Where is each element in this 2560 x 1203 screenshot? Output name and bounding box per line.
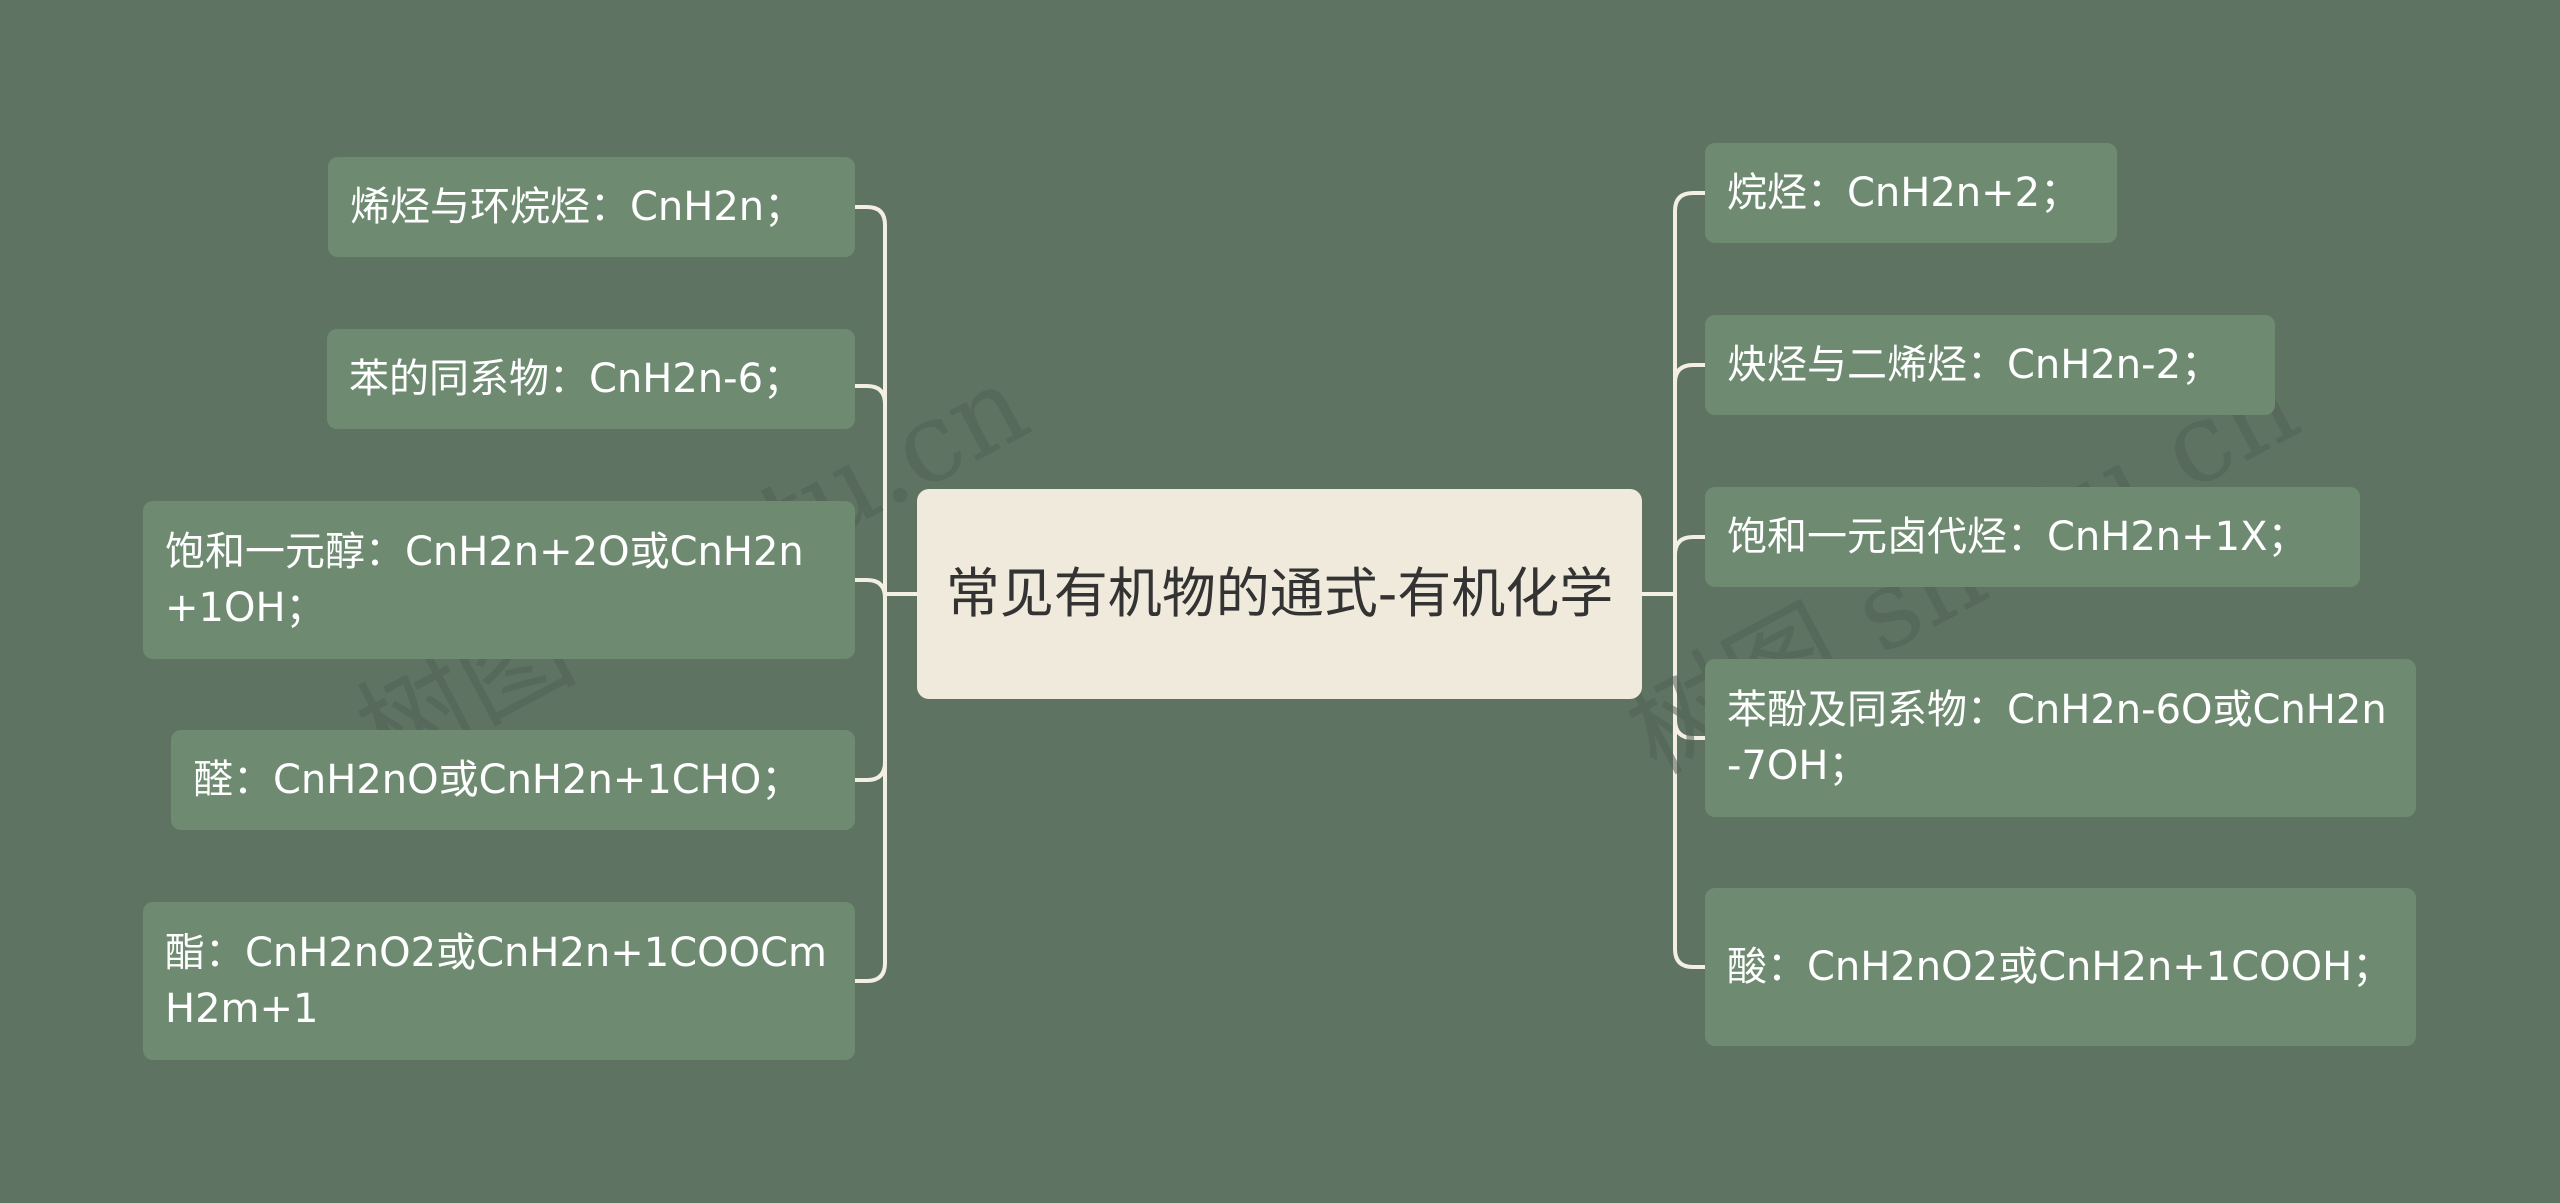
right-node-3-label: 饱和一元卤代烃：CnH2n+1X； [1727,514,2308,560]
left-node-3-label: 饱和一元醇：CnH2n+2O或CnH2n+1OH； [165,529,804,631]
left-node-2-label: 苯的同系物：CnH2n-6； [349,356,804,402]
right-node-1-label: 烷烃：CnH2n+2； [1727,170,2081,216]
right-node-2[interactable]: 炔烃与二烯烃：CnH2n-2； [1705,315,2275,415]
left-node-3[interactable]: 饱和一元醇：CnH2n+2O或CnH2n+1OH； [143,501,855,659]
connector-left-3 [853,578,887,599]
root-title: 常见有机物的通式-有机化学 [945,562,1614,625]
connector-right-4 [1673,592,1707,740]
left-node-5-label: 酯：CnH2nO2或CnH2n+1COOCmH2m+1 [165,930,828,1032]
left-node-4[interactable]: 醛：CnH2nO或CnH2n+1CHO； [171,730,855,830]
right-node-5-label: 酸：CnH2nO2或CnH2n+1COOH； [1727,944,2393,990]
right-node-4-label: 苯酚及同系物：CnH2n-6O或CnH2n-7OH； [1727,687,2387,789]
right-node-4[interactable]: 苯酚及同系物：CnH2n-6O或CnH2n-7OH； [1705,659,2416,817]
left-node-5[interactable]: 酯：CnH2nO2或CnH2n+1COOCmH2m+1 [143,902,855,1060]
connector-right-3 [1673,535,1707,596]
connector-left-4 [853,592,887,782]
right-node-5[interactable]: 酸：CnH2nO2或CnH2n+1COOH； [1705,888,2416,1046]
right-node-2-label: 炔烃与二烯烃：CnH2n-2； [1727,342,2222,388]
left-node-1[interactable]: 烯烃与环烷烃：CnH2n； [328,157,855,257]
connector-right-2 [1673,363,1707,596]
left-node-1-label: 烯烃与环烷烃：CnH2n； [350,184,805,230]
right-node-3[interactable]: 饱和一元卤代烃：CnH2n+1X； [1705,487,2360,587]
left-node-2[interactable]: 苯的同系物：CnH2n-6； [327,329,855,429]
connector-left-5 [853,592,887,983]
root-node[interactable]: 常见有机物的通式-有机化学 [917,489,1642,699]
connector-left-1 [853,205,887,596]
connector-right-1 [1673,191,1707,596]
connector-right-5 [1673,592,1707,969]
connector-left-2 [853,384,887,596]
left-node-4-label: 醛：CnH2nO或CnH2n+1CHO； [193,757,802,803]
right-node-1[interactable]: 烷烃：CnH2n+2； [1705,143,2117,243]
